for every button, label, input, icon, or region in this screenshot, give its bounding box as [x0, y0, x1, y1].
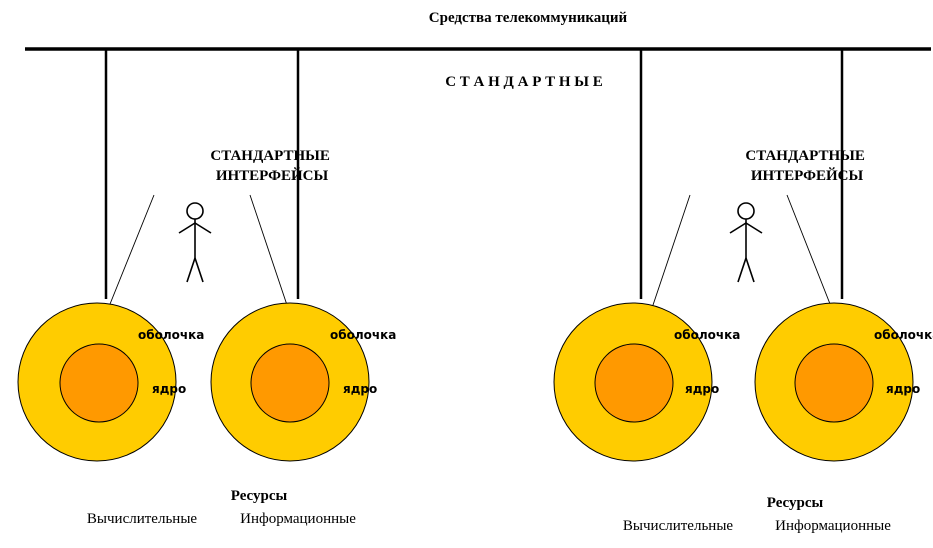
resource-group-right: СТАНДАРТНЫЕ ИНТЕРФЕЙСЫ оболочка ядро обо…: [553, 49, 933, 534]
core-label: ядро: [343, 382, 377, 396]
interfaces-label-line: СТАНДАРТНЫЕ: [210, 148, 330, 164]
sphere-core: [250, 343, 330, 423]
sphere-core: [594, 343, 674, 423]
computing-resources-label: Вычислительные: [623, 518, 733, 534]
resources-label: Ресурсы: [767, 495, 824, 511]
bus-label: С Т А Н Д А Р Т Н Ы Е: [445, 74, 603, 90]
diagram-title: Средства телекоммуникаций: [429, 10, 628, 26]
user-stick-figure-icon: [729, 202, 763, 283]
resource-group-left: СТАНДАРТНЫЕ ИНТЕРФЕЙСЫ оболочка ядро обо…: [17, 49, 396, 527]
information-resources-label: Информационные: [240, 511, 356, 527]
information-resource-sphere: оболочка ядро: [210, 302, 396, 462]
interface-arrow: [249, 194, 292, 315]
core-label: ядро: [886, 382, 920, 396]
information-resource-sphere: оболочка ядро: [754, 302, 933, 462]
interfaces-label-line: ИНТЕРФЕЙСЫ: [751, 167, 864, 184]
interfaces-label-line: ИНТЕРФЕЙСЫ: [216, 167, 329, 184]
shell-label: оболочка: [874, 328, 933, 342]
interface-arrow: [786, 194, 836, 315]
resources-label: Ресурсы: [231, 488, 288, 504]
interfaces-label: СТАНДАРТНЫЕ ИНТЕРФЕЙСЫ: [745, 148, 868, 184]
core-label: ядро: [152, 382, 186, 396]
computing-resources-label: Вычислительные: [87, 511, 197, 527]
interfaces-label: СТАНДАРТНЫЕ ИНТЕРФЕЙСЫ: [210, 148, 333, 184]
user-stick-figure-icon: [178, 202, 212, 283]
interface-arrow: [104, 194, 155, 315]
shell-label: оболочка: [674, 328, 740, 342]
information-resources-label: Информационные: [775, 518, 891, 534]
interface-arrow: [648, 194, 691, 315]
core-label: ядро: [685, 382, 719, 396]
sphere-core: [59, 343, 139, 423]
computing-resource-sphere: оболочка ядро: [553, 302, 740, 462]
computing-resource-sphere: оболочка ядро: [17, 302, 204, 462]
shell-label: оболочка: [330, 328, 396, 342]
interfaces-label-line: СТАНДАРТНЫЕ: [745, 148, 865, 164]
sphere-core: [794, 343, 874, 423]
shell-label: оболочка: [138, 328, 204, 342]
